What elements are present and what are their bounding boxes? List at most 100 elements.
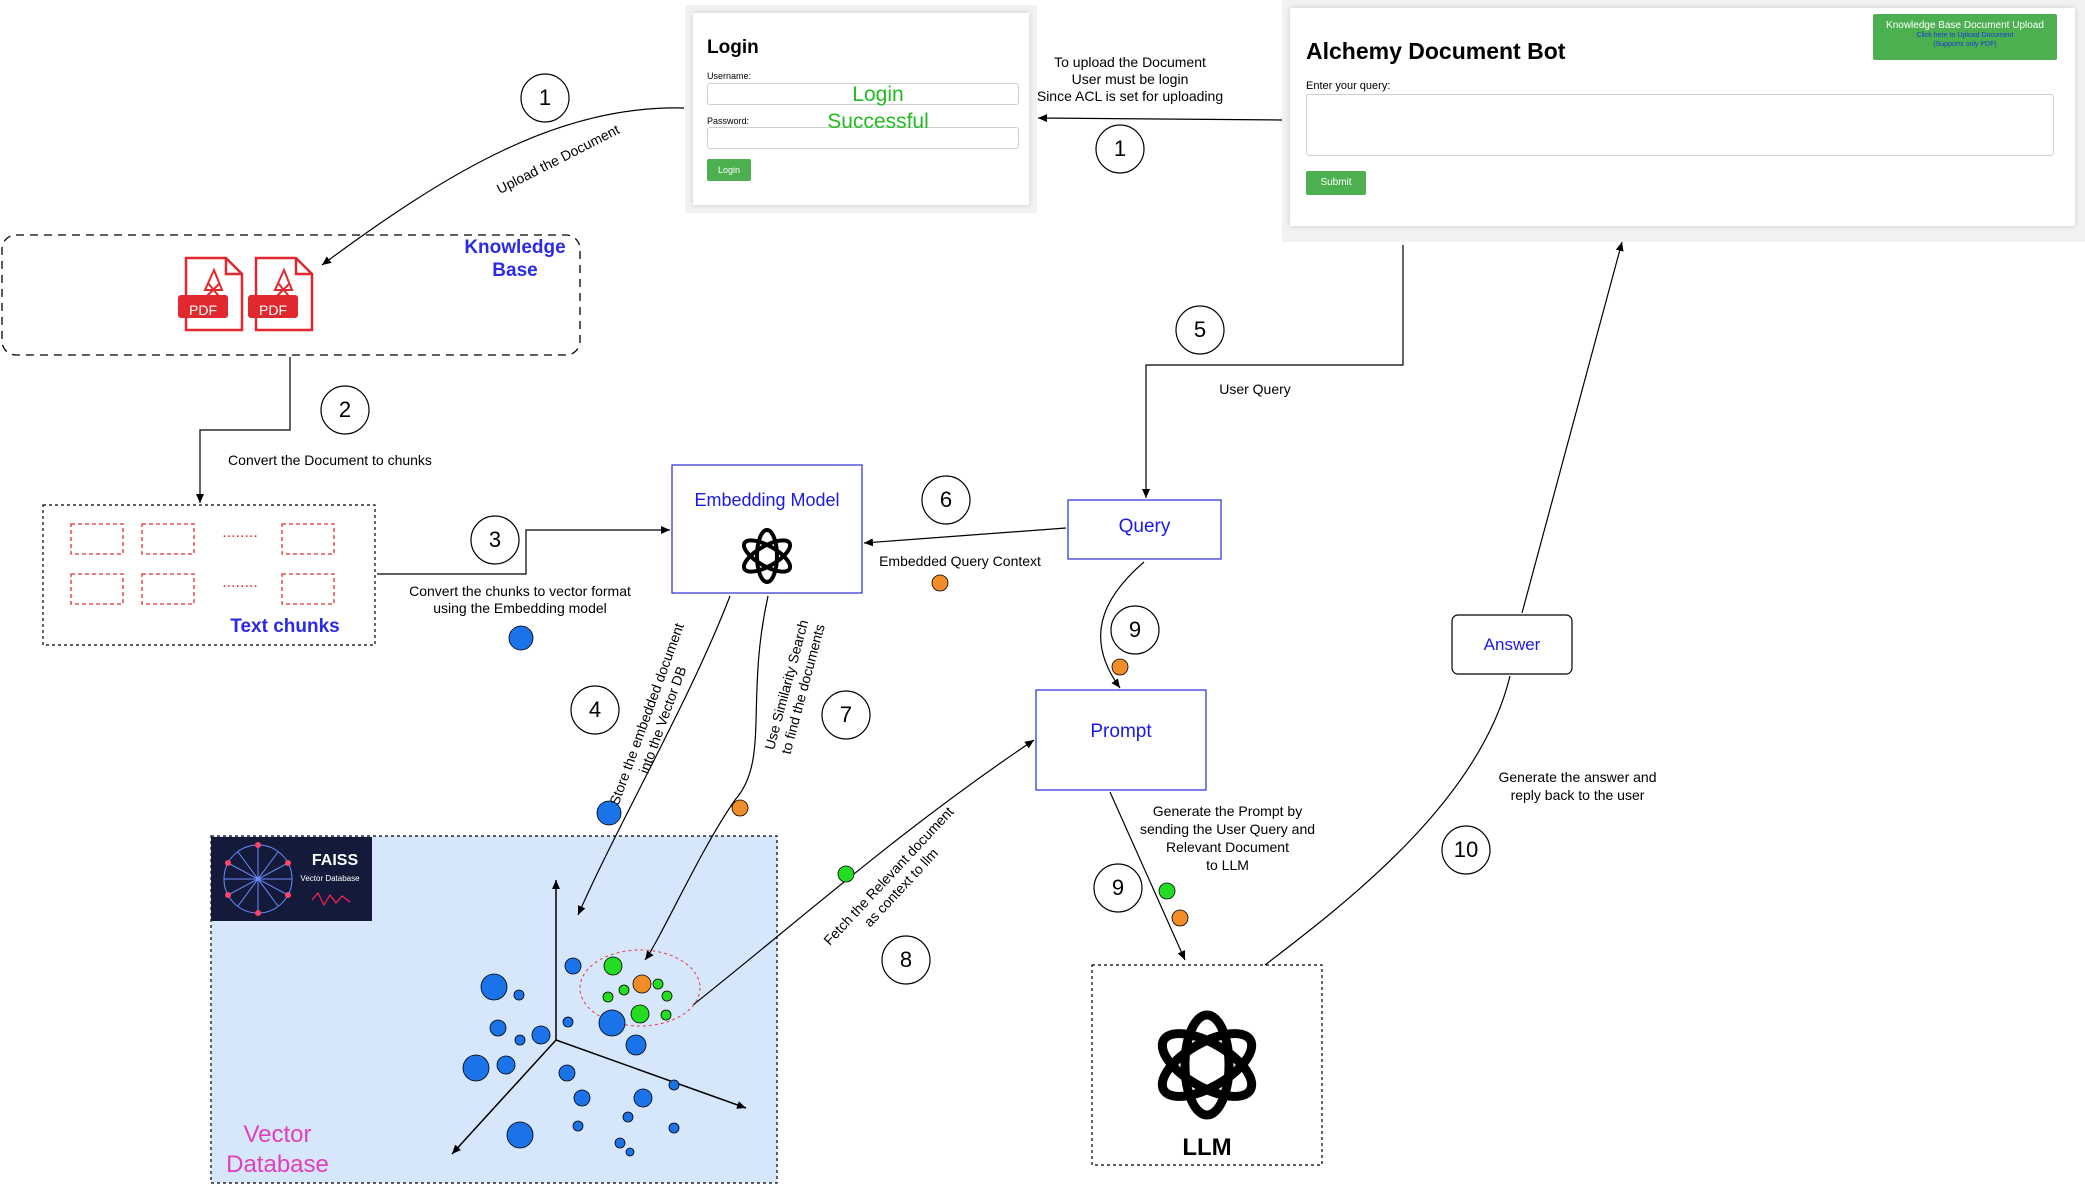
dot-orange — [1111, 658, 1129, 676]
pdf-label: PDF — [189, 302, 217, 318]
username-input[interactable] — [707, 83, 1019, 105]
step-number: 8 — [899, 947, 913, 972]
knowledge-base-label: Knowledge Base — [450, 236, 580, 282]
step-circle-4 — [570, 685, 620, 735]
arrow-llm-to-answer — [1264, 675, 1511, 966]
upload-btn-line3: (Supports only PDF) — [1933, 41, 1997, 48]
login-card: Login Username: Password: Login Login Su… — [693, 13, 1029, 205]
step-circle-1b — [1095, 124, 1145, 174]
step-number: 5 — [1193, 317, 1207, 342]
gen-answer-line1: Generate the answer and — [1498, 769, 1657, 785]
dot-blue — [508, 625, 534, 651]
prompt-label: Prompt — [1090, 721, 1152, 742]
login-panel: Login Username: Password: Login Login Su… — [685, 5, 1037, 213]
bot-title: Alchemy Document Bot — [1306, 38, 1566, 64]
step-number: 1 — [538, 85, 552, 110]
step-number: 9 — [1128, 617, 1142, 642]
gen-answer-line2: reply back to the user — [1510, 787, 1645, 803]
pdf-icon — [248, 256, 314, 332]
knowledge-base-line1: Knowledge — [464, 237, 566, 258]
arrow-upload-to-kb — [321, 107, 685, 266]
dot-orange — [731, 799, 749, 817]
step-circle-2 — [320, 385, 370, 435]
faiss-logo-nodes — [225, 842, 291, 916]
convert-doc-note: Convert the Document to chunks — [228, 452, 432, 468]
step-circle-9b — [1093, 863, 1143, 913]
chunk-rects — [70, 523, 335, 605]
embedded-query-note: Embedded Query Context — [879, 553, 1041, 569]
chunk-dots: ........ — [222, 574, 258, 591]
login-title: Login — [707, 37, 759, 58]
dot-orange — [1171, 909, 1189, 927]
dot-orange — [931, 574, 949, 592]
step-number: 7 — [839, 702, 853, 727]
query-label: Enter your query: — [1306, 80, 1391, 92]
embedding-model-label: Embedding Model — [694, 490, 840, 510]
upload-btn-title: Knowledge Base Document Upload — [1886, 20, 2044, 31]
convert-chunks-note: Convert the chunks to vector format usin… — [390, 583, 650, 617]
dot-green — [1158, 882, 1176, 900]
gen-prompt-line2: sending the User Query and — [1139, 821, 1316, 837]
answer-label: Answer — [1483, 635, 1541, 654]
vector-db-area — [210, 835, 778, 1184]
upload-document-button[interactable]: Knowledge Base Document Upload Click her… — [1873, 14, 2057, 60]
openai-logo-icon — [741, 528, 793, 584]
vector-db-line2: Database — [226, 1151, 329, 1178]
acl-note-line2: User must be login — [1071, 71, 1189, 87]
chunk-dots: ........ — [222, 524, 258, 541]
text-chunks-box — [42, 504, 376, 646]
convert-chunks-line2: using the Embedding model — [433, 600, 607, 616]
login-button[interactable]: Login — [707, 159, 751, 181]
password-input[interactable] — [707, 127, 1019, 149]
pdf-icon — [178, 256, 244, 332]
acl-note-line1: To upload the Document — [1054, 54, 1206, 70]
upload-btn-line2: Click here to Upload Document — [1916, 32, 2014, 39]
prompt-box — [1035, 689, 1207, 791]
gen-prompt-line1: Generate the Prompt by — [1152, 803, 1303, 819]
arrow-store-to-db — [577, 595, 731, 916]
arrow-bot-to-login — [1037, 114, 1283, 123]
llm-box — [1091, 964, 1323, 1166]
knowledge-base-box — [1, 234, 581, 356]
text-chunks-label: Text chunks — [230, 616, 340, 637]
vector-db-line1: Vector — [243, 1121, 312, 1148]
query-box — [1067, 499, 1222, 560]
step-circle-8 — [881, 935, 931, 985]
arrow-similarity-to-db — [644, 595, 769, 961]
gen-answer-note: Generate the answer and reply back to th… — [1470, 768, 1685, 804]
axis-x — [555, 1039, 747, 1109]
arrow-answer-to-bot — [1521, 241, 1624, 614]
login-success-text: Login Successful — [793, 81, 963, 135]
dot-green — [837, 865, 855, 883]
gen-prompt-line4: to LLM — [1206, 857, 1249, 873]
bot-panel: Alchemy Document Bot Enter your query: S… — [1282, 0, 2085, 242]
faiss-title: FAISS — [311, 852, 359, 869]
llm-label: LLM — [1182, 1134, 1232, 1161]
gen-prompt-note: Generate the Prompt by sending the User … — [1120, 802, 1335, 874]
login-success-line2: Successful — [827, 110, 929, 133]
step-number: 4 — [588, 697, 602, 722]
step-circle-9a — [1110, 605, 1160, 655]
arrow-query-to-prompt — [1100, 561, 1145, 689]
openai-logo-icon — [1157, 1010, 1257, 1120]
faiss-logo-network — [223, 844, 293, 914]
arrow-prompt-to-llm — [1109, 791, 1186, 961]
faiss-logo-squiggle — [311, 891, 351, 907]
similar-cluster — [602, 956, 673, 1024]
step-circle-6 — [921, 475, 971, 525]
arrow-query-to-embedding — [863, 527, 1067, 547]
step-circle-10 — [1441, 825, 1491, 875]
answer-box — [1451, 614, 1573, 675]
vector-scatter — [462, 957, 680, 1157]
query-label: Query — [1118, 516, 1171, 537]
dot-blue — [596, 800, 622, 826]
arrow-kb-to-chunks — [196, 357, 291, 503]
step-number: 3 — [488, 527, 502, 552]
arrow-bot-to-query — [1142, 245, 1404, 498]
query-textarea[interactable] — [1306, 94, 2054, 156]
knowledge-base-line2: Base — [492, 260, 538, 281]
similarity-ellipse — [579, 949, 701, 1027]
submit-button[interactable]: Submit — [1306, 171, 1366, 195]
convert-chunks-line1: Convert the chunks to vector format — [409, 583, 631, 599]
